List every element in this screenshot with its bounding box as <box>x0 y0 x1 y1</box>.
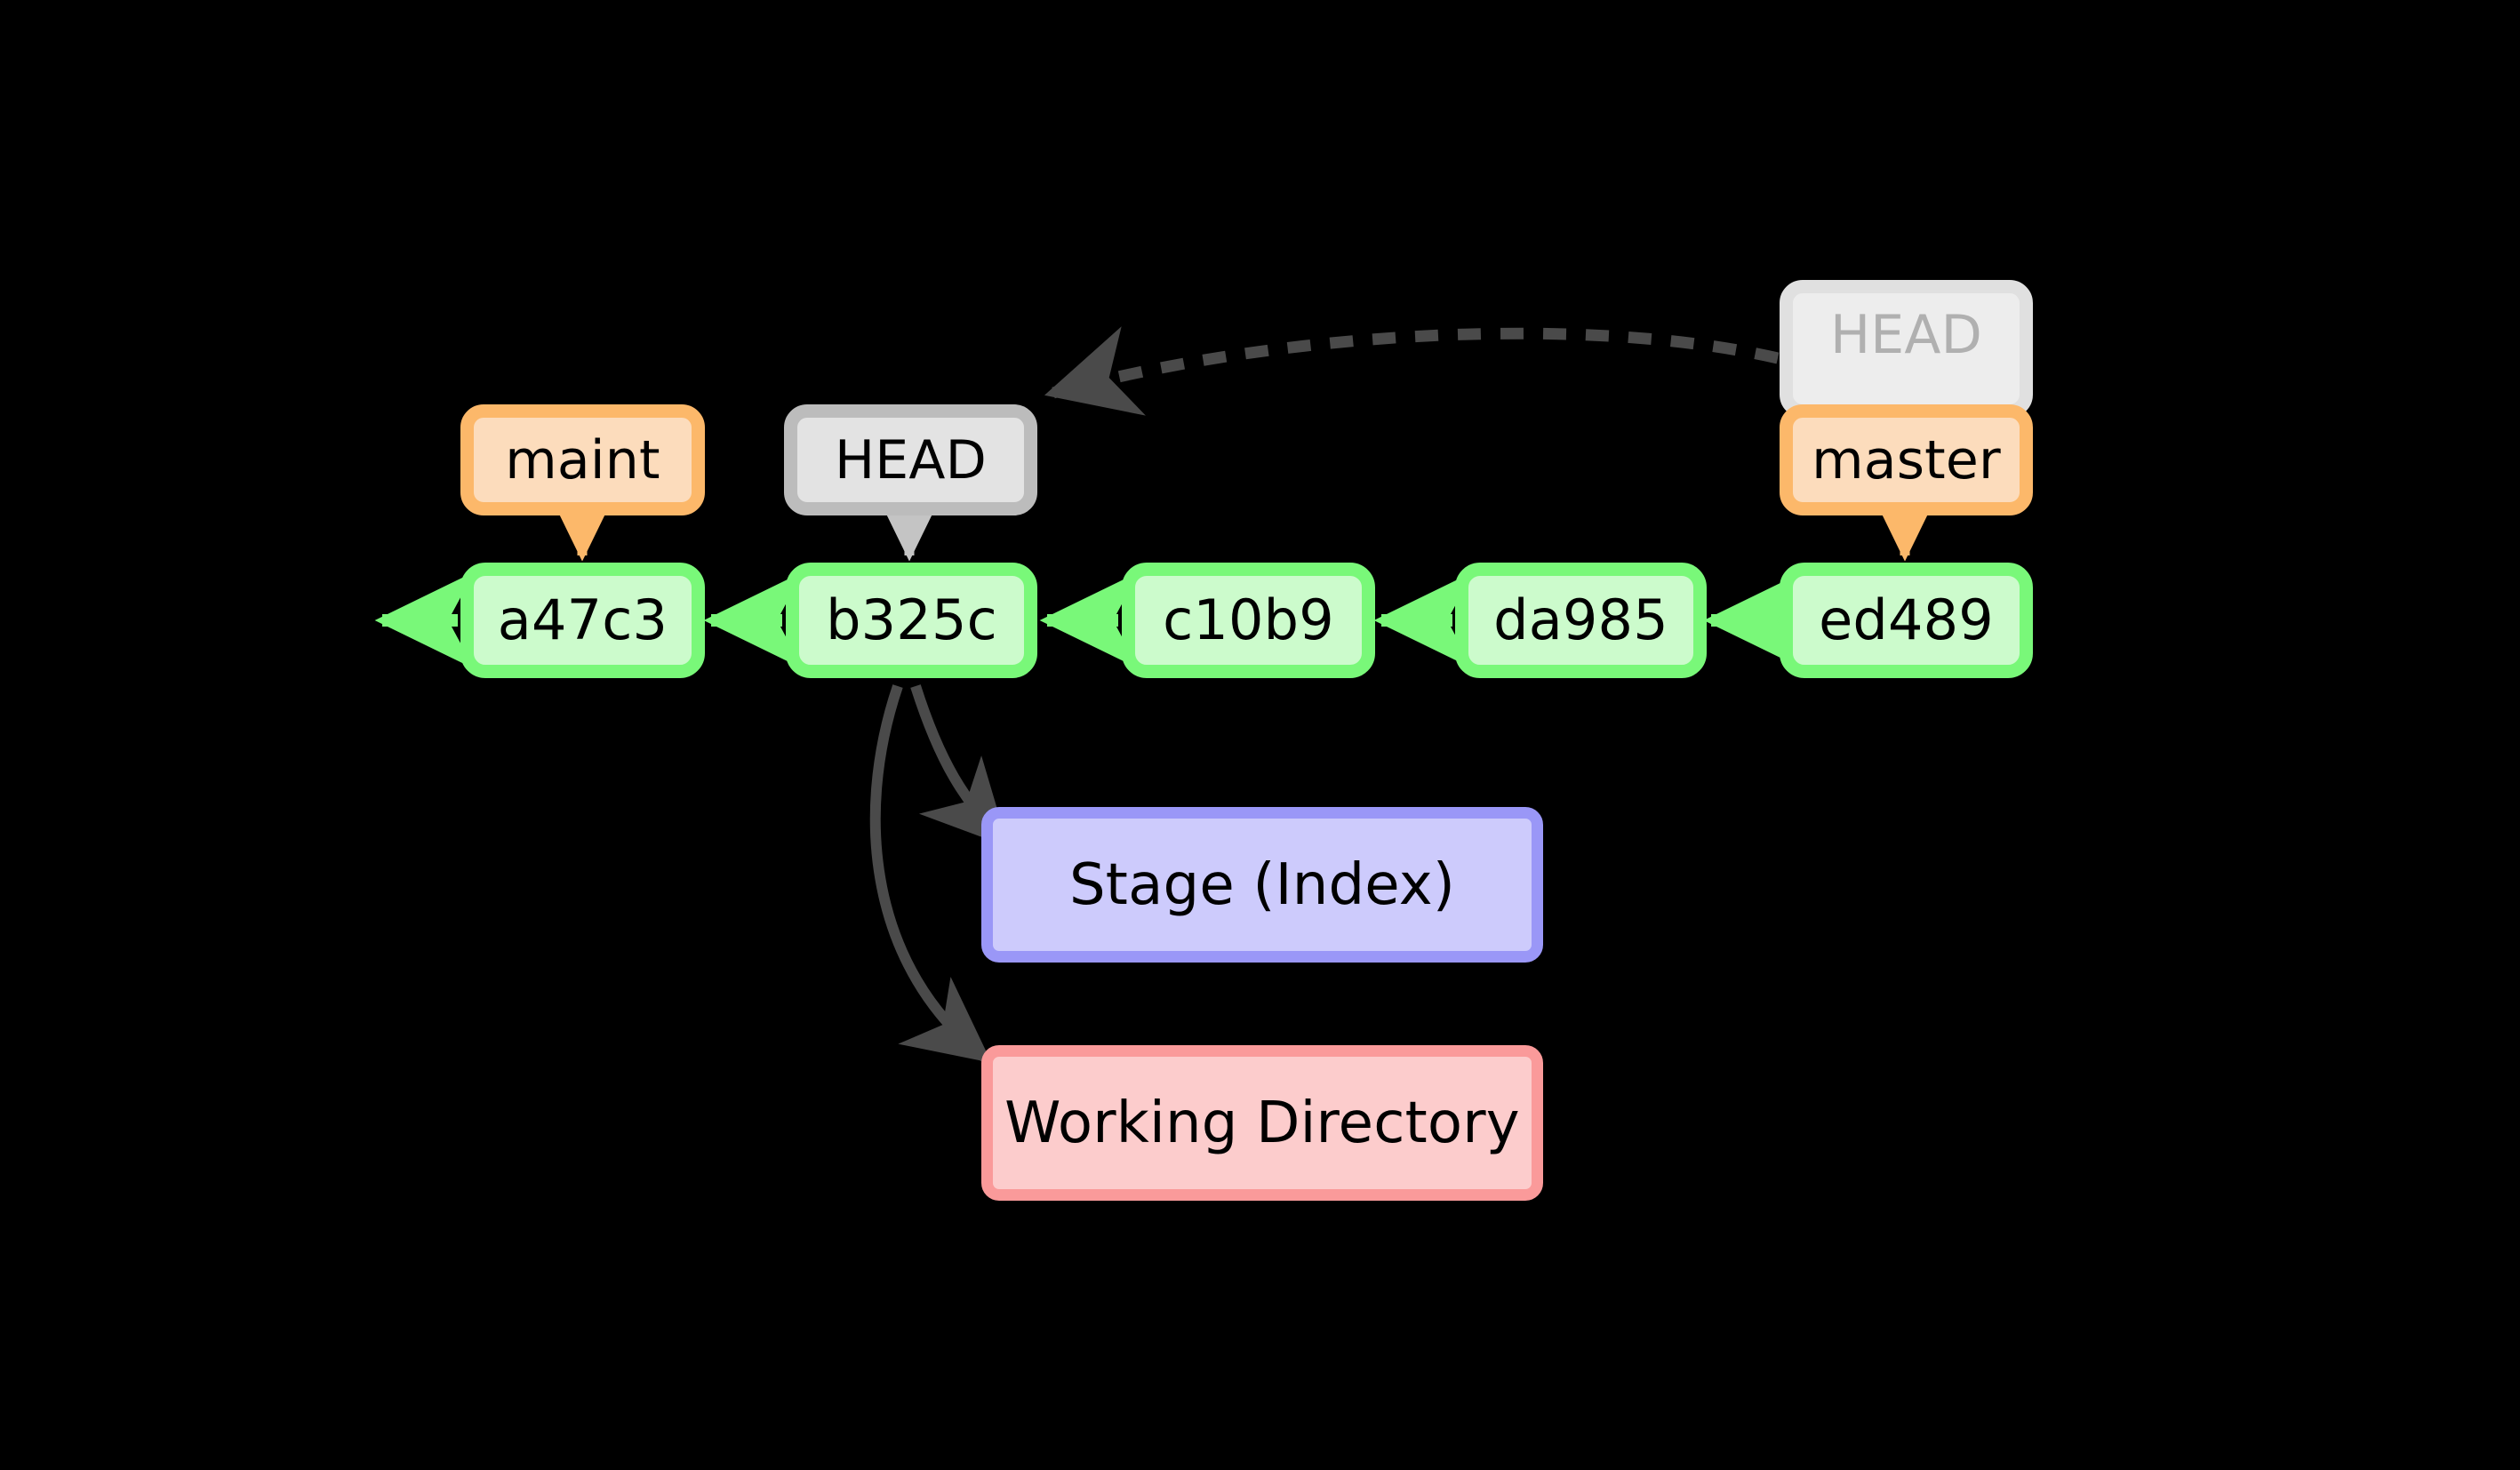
ref-box-master[interactable]: master <box>1780 404 2033 515</box>
commit-node-da985[interactable]: da985 <box>1455 563 1707 678</box>
area-label-stage-index: Stage (Index) <box>1068 851 1455 918</box>
commit-label-da985: da985 <box>1493 587 1668 652</box>
commit-node-a47c3[interactable]: a47c3 <box>460 563 705 678</box>
ref-label-head-previous: HEAD <box>1829 303 1983 366</box>
ref-box-head-previous[interactable]: HEAD <box>1780 280 2033 418</box>
arrow-b325c-to-working-directory <box>869 684 992 1063</box>
ref-label-head-current: HEAD <box>834 428 988 491</box>
commit-label-ed489: ed489 <box>1819 587 1994 652</box>
ref-label-maint: maint <box>505 428 660 491</box>
arrow-head-moved-dashed <box>1044 326 1780 416</box>
commit-node-ed489[interactable]: ed489 <box>1780 563 2033 678</box>
area-label-working-directory: Working Directory <box>1004 1090 1520 1156</box>
ref-box-head-current[interactable]: HEAD <box>784 404 1037 515</box>
area-box-working-directory[interactable]: Working Directory <box>981 1045 1543 1201</box>
commit-node-c10b9[interactable]: c10b9 <box>1122 563 1375 678</box>
ref-box-maint[interactable]: maint <box>460 404 705 515</box>
area-box-stage-index[interactable]: Stage (Index) <box>981 807 1543 963</box>
commit-label-c10b9: c10b9 <box>1163 587 1334 652</box>
commit-label-a47c3: a47c3 <box>497 587 668 652</box>
commit-label-b325c: b325c <box>826 587 997 652</box>
commit-node-b325c[interactable]: b325c <box>786 563 1037 678</box>
ref-label-master: master <box>1812 428 2001 491</box>
